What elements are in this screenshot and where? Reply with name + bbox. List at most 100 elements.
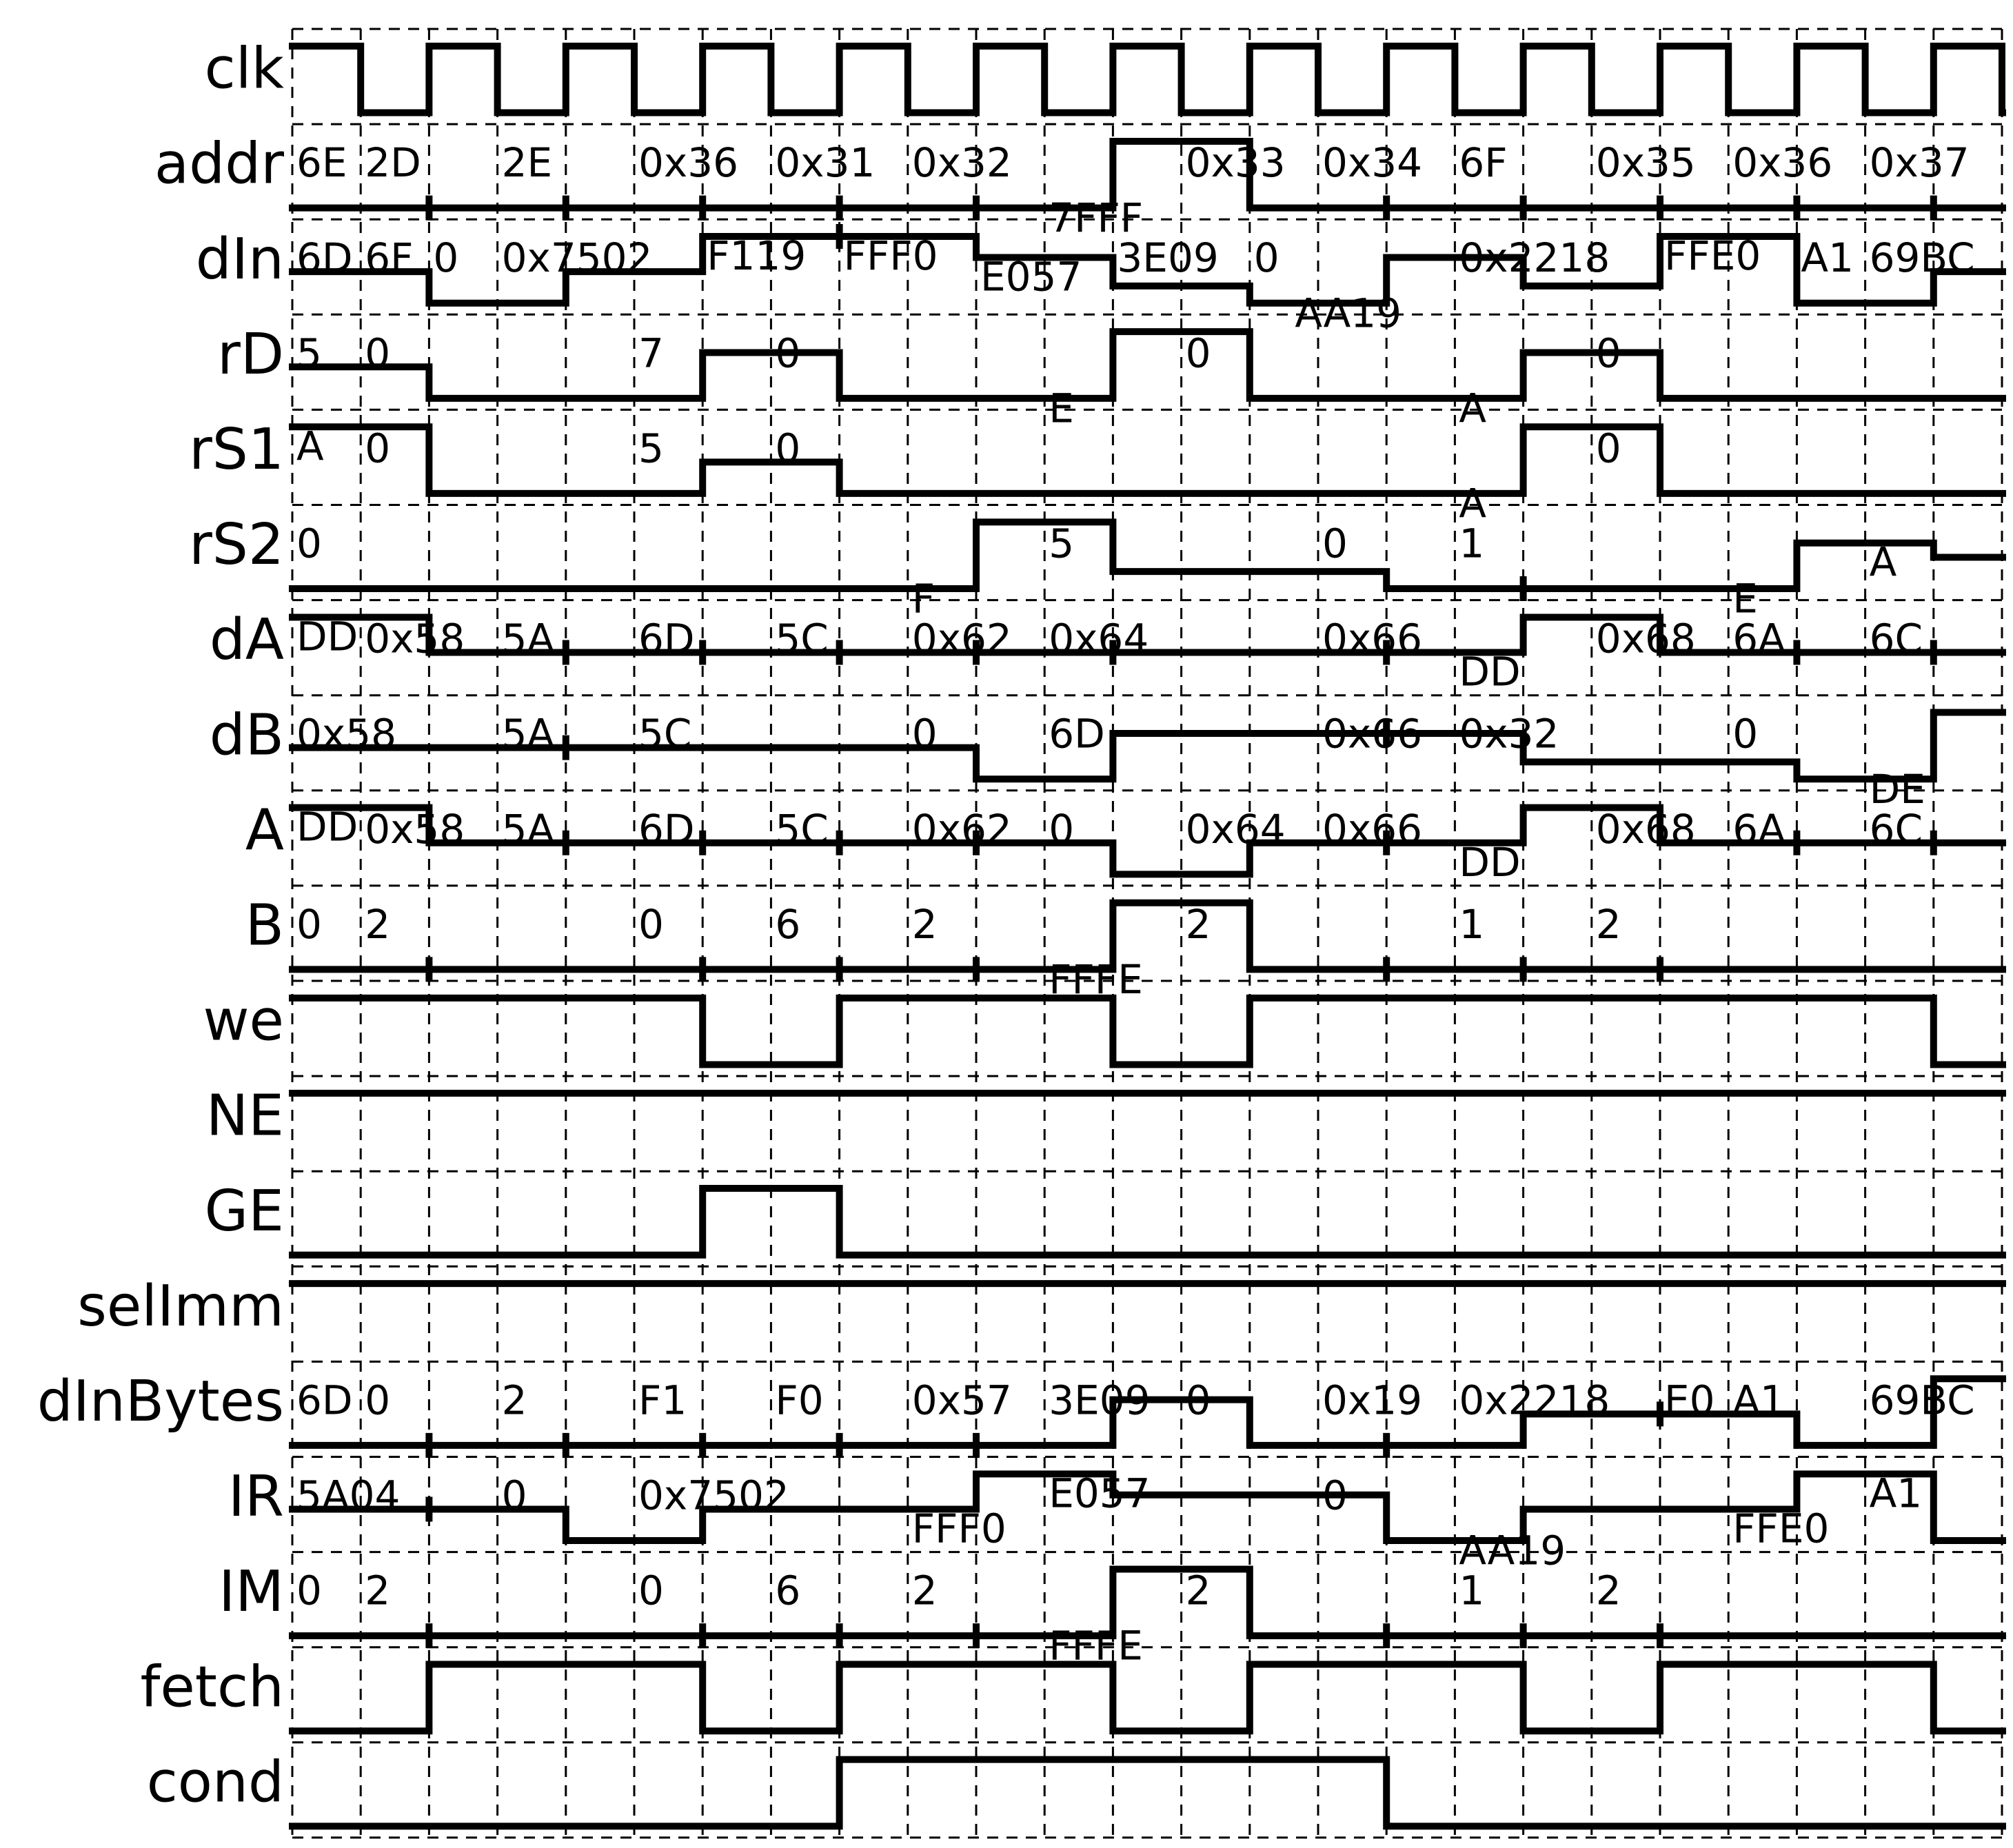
signal-name-IM: IM — [219, 1559, 284, 1625]
signal-name-dA: dA — [210, 607, 284, 673]
bus-value-IR: A1 — [1870, 1470, 1923, 1516]
bus-value-rD: 0 — [365, 329, 390, 376]
bus-value-dInBytes: 0 — [1186, 1377, 1211, 1423]
bus-value-IM: 2 — [912, 1567, 938, 1614]
bus-value-rD: E — [1049, 385, 1074, 431]
bus-value-dB: 0 — [1732, 711, 1758, 758]
bus-value-IR: 0 — [502, 1472, 527, 1519]
bus-value-rD: 7 — [638, 329, 664, 376]
bus-value-A: 5C — [775, 806, 828, 853]
bus-value-A: 0x66 — [1322, 806, 1422, 853]
bus-value-dInBytes: F1 — [638, 1377, 687, 1423]
waveforms — [289, 42, 2006, 1830]
wave-rD — [289, 328, 2006, 402]
wave-IM — [289, 1565, 2006, 1640]
wave-rS1 — [289, 423, 2006, 497]
bus-value-addr: 2E — [502, 139, 553, 186]
bus-value-addr: 0x34 — [1322, 139, 1422, 186]
signal-name-fetch: fetch — [140, 1654, 284, 1720]
bus-value-dB: 0x58 — [296, 711, 396, 758]
bus-value-dA: 6A — [1732, 616, 1786, 662]
wave-A — [289, 804, 2006, 878]
bus-value-dB: DE — [1870, 766, 1925, 813]
bus-value-dA: 6D — [638, 616, 695, 662]
bus-value-B: FFFE — [1049, 956, 1143, 1003]
bus-value-IM: 2 — [365, 1567, 390, 1614]
bus-value-rD: A — [1459, 385, 1486, 431]
signal-name-NE: NE — [206, 1084, 284, 1149]
bus-value-B: 6 — [775, 901, 800, 948]
bus-value-B: 1 — [1459, 901, 1484, 948]
bus-value-dA: 0x58 — [365, 616, 465, 662]
bus-value-IM: 0 — [638, 1567, 664, 1614]
wave-rS2 — [289, 518, 2006, 593]
bus-value-dA: 0x64 — [1049, 616, 1149, 662]
bus-value-dInBytes: 0x57 — [912, 1377, 1012, 1423]
bus-value-rS2: F — [912, 576, 935, 622]
bus-value-dA: 0x68 — [1596, 616, 1696, 662]
bus-value-dIn: 0 — [1254, 234, 1279, 281]
bus-value-dIn: 0x7502 — [502, 234, 653, 281]
wave-we — [289, 994, 2006, 1068]
bus-value-addr: 0x36 — [638, 139, 738, 186]
bus-value-IM: 1 — [1459, 1567, 1484, 1614]
bus-value-dA: 6C — [1870, 616, 1923, 662]
bus-value-IR: FFF0 — [912, 1505, 1006, 1552]
wave-clk — [289, 42, 2006, 116]
wave-addr — [289, 137, 2006, 212]
bus-value-A: DD — [1459, 839, 1520, 886]
wave-dA — [289, 613, 2006, 656]
bus-value-dB: 0x32 — [1459, 711, 1559, 758]
bus-value-rD: 0 — [775, 329, 800, 376]
bus-value-IM: 6 — [775, 1567, 800, 1614]
signal-name-selImm: selImm — [77, 1274, 284, 1339]
bus-value-addr: 0x32 — [912, 139, 1012, 186]
bus-value-rS2: 5 — [1049, 520, 1074, 567]
bus-value-addr: 0x35 — [1596, 139, 1696, 186]
bus-value-dIn: 69BC — [1870, 234, 1975, 281]
bus-value-addr: 0x36 — [1732, 139, 1832, 186]
bus-value-dIn: 0 — [433, 234, 458, 281]
bus-value-dB: 5A — [502, 711, 555, 758]
wave-B — [289, 899, 2006, 973]
bus-value-dA: 5C — [775, 616, 828, 662]
signal-name-B: B — [245, 893, 284, 959]
bus-value-addr: 0x31 — [775, 139, 875, 186]
bus-value-dIn: A1 — [1801, 234, 1854, 281]
wave-dInBytes — [289, 1375, 2006, 1449]
bus-value-dA: DD — [296, 613, 358, 660]
bus-value-IR: 5A04 — [296, 1472, 400, 1519]
bus-value-rS1: A — [1459, 480, 1486, 527]
bus-value-rD: 0 — [1596, 329, 1621, 376]
bus-value-B: 0 — [296, 901, 322, 948]
bus-value-IM: 2 — [1596, 1567, 1621, 1614]
bus-value-IR: E057 — [1049, 1470, 1150, 1516]
bus-value-dInBytes: E0 — [1664, 1377, 1715, 1423]
bus-value-addr: 0x37 — [1870, 139, 1970, 186]
bus-value-dIn: 6D — [296, 234, 353, 281]
bus-value-B: 2 — [1186, 901, 1211, 948]
bus-value-rS1: A — [296, 423, 324, 469]
bus-value-dIn: FFF0 — [844, 232, 938, 279]
bus-value-addr: 2D — [365, 139, 421, 186]
bus-value-dInBytes: 2 — [502, 1377, 527, 1423]
signal-name-clk: clk — [205, 37, 285, 102]
bus-value-A: 0x58 — [365, 806, 465, 853]
bus-value-rS1: 0 — [365, 425, 390, 471]
bus-value-B: 2 — [1596, 901, 1621, 948]
bus-value-dB: 0 — [912, 711, 938, 758]
bus-value-addr: 7FFF — [1049, 194, 1143, 241]
bus-value-dIn: 3E09 — [1117, 234, 1218, 281]
bus-value-A: 5A — [502, 806, 555, 853]
bus-value-dIn: F119 — [707, 232, 806, 279]
bus-value-A: 0x62 — [912, 806, 1012, 853]
wave-IR — [289, 1470, 2006, 1545]
bus-value-IM: 0 — [296, 1567, 322, 1614]
bus-value-dA: 0x62 — [912, 616, 1012, 662]
bus-value-rS2: 0 — [296, 520, 322, 567]
wave-dB — [289, 709, 2006, 783]
bus-value-A: DD — [296, 804, 358, 851]
